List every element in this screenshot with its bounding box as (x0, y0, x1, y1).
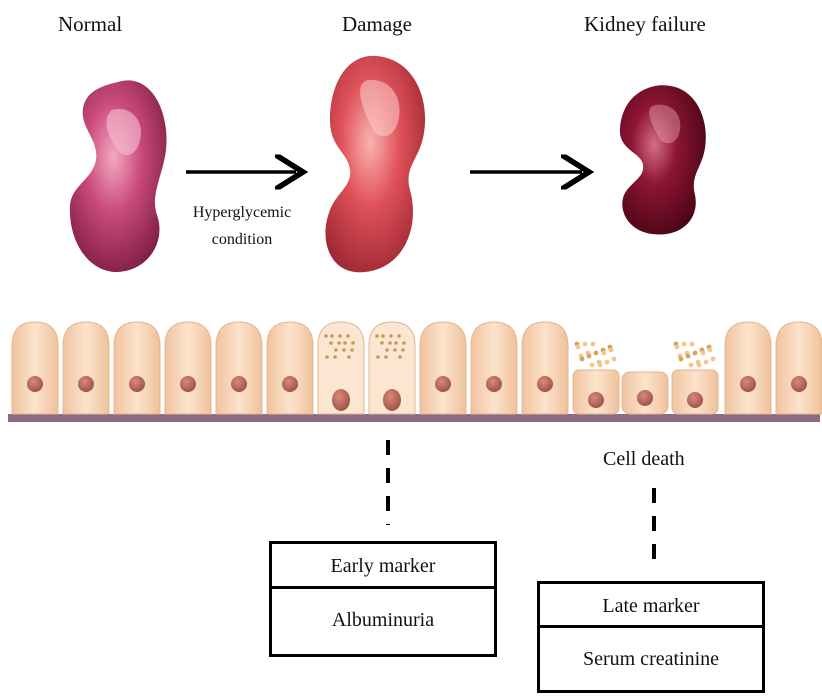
epithelial-cell (63, 322, 109, 414)
epithelial-cell (420, 322, 466, 414)
early-marker-box: Early marker Albuminuria (269, 541, 497, 657)
early-marker-value: Albuminuria (272, 589, 494, 654)
condition-line-2: condition (172, 226, 312, 253)
epithelial-cell (267, 322, 313, 414)
epithelial-cell (776, 322, 822, 414)
epithelial-cell (672, 342, 718, 414)
epithelial-cell-layer (8, 322, 822, 422)
epithelial-cell (114, 322, 160, 414)
late-marker-value: Serum creatinine (540, 628, 762, 690)
stage-title-kidney-failure: Kidney failure (584, 12, 706, 37)
epithelial-cell (216, 322, 262, 414)
late-marker-box: Late marker Serum creatinine (537, 581, 765, 693)
cell-death-label: Cell death (603, 448, 685, 471)
epithelial-cell (522, 322, 568, 414)
epithelial-cell (725, 322, 771, 414)
condition-label: Hyperglycemic condition (172, 199, 312, 253)
early-marker-title: Early marker (272, 544, 494, 589)
epithelial-cell (622, 372, 668, 414)
stage-title-normal: Normal (58, 12, 122, 37)
epithelial-cell (573, 342, 619, 414)
basement-membrane (8, 414, 820, 422)
epithelial-cell (369, 322, 415, 414)
epithelial-cell (318, 322, 364, 414)
epithelial-cell (12, 322, 58, 414)
epithelial-cell (165, 322, 211, 414)
stage-title-damage: Damage (342, 12, 412, 37)
condition-line-1: Hyperglycemic (172, 199, 312, 226)
late-marker-title: Late marker (540, 584, 762, 628)
epithelial-cell (471, 322, 517, 414)
